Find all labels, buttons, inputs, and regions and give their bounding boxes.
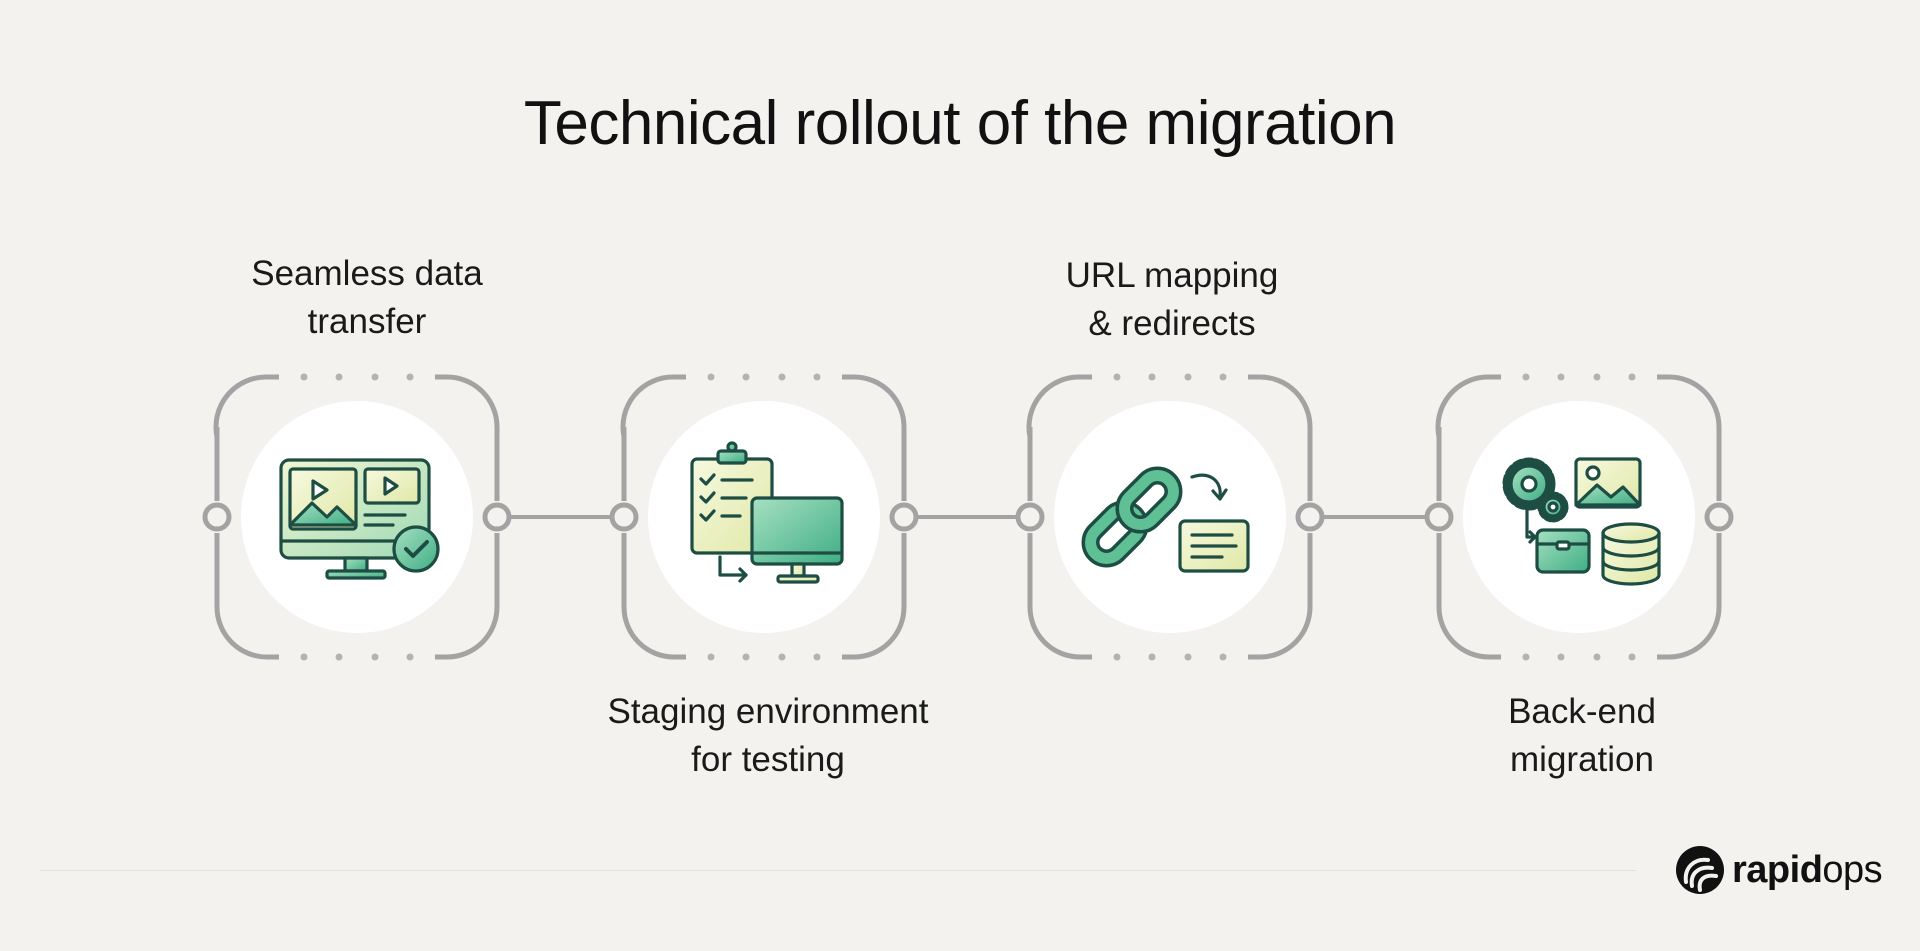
- rapidops-logo-icon: [1676, 846, 1724, 894]
- step-node-3: [1015, 373, 1325, 661]
- step-label-3: URL mapping& redirects: [1065, 256, 1279, 343]
- step-node-4: [1424, 373, 1734, 661]
- monitor-media-check-icon: [279, 458, 440, 580]
- footer-divider: [40, 870, 1636, 871]
- step-node-2: [609, 373, 919, 661]
- clipboard-monitor-icon: [690, 441, 844, 584]
- gears-database-icon: [1502, 457, 1661, 586]
- rapidops-logo-text: rapidops: [1732, 848, 1883, 891]
- page-title: Technical rollout of the migration: [523, 89, 1397, 158]
- step-node-1: [202, 373, 512, 661]
- rapidops-logo: rapidops: [1674, 842, 1883, 898]
- chain-link-redirect-icon: [1081, 466, 1250, 573]
